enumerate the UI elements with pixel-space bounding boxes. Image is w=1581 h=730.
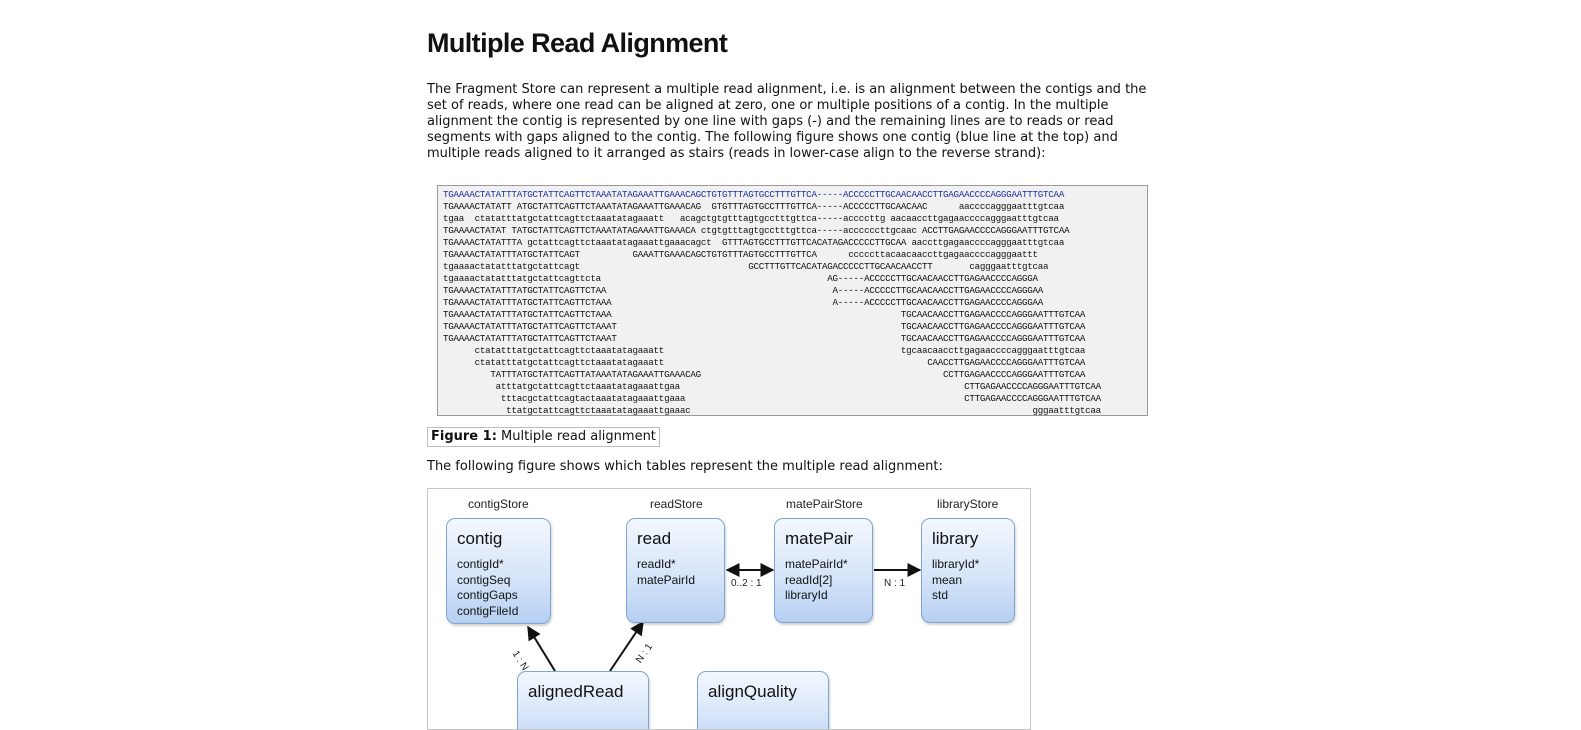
tables-diagram: contigStore readStore matePairStore libr… bbox=[427, 488, 1031, 730]
read-line: atttatgctattcagttctaaatatagaaattgaa CTTG… bbox=[443, 381, 1102, 392]
aligned-read-arrow bbox=[609, 620, 644, 672]
read-line: tttacgctattcagtactaaatatagaaattgaaa CTTG… bbox=[443, 393, 1101, 404]
store-label-contig: contigStore bbox=[468, 497, 529, 511]
table-field: contigFileId bbox=[457, 603, 519, 618]
read-line: tgaa ctatatttatgctattcagttctaaatatagaaat… bbox=[443, 213, 1059, 224]
table-fields: contigId* contigSeq contigGaps contigFil… bbox=[457, 557, 518, 619]
table-title: library bbox=[932, 529, 979, 548]
relation-label-read-matepair: 0..2 : 1 bbox=[731, 578, 762, 589]
read-line: ctatatttatgctattcagttctaaatatagaaatt tgc… bbox=[443, 345, 1086, 356]
diagram-intro-paragraph: The following figure shows which tables … bbox=[427, 459, 943, 474]
store-label-read: readStore bbox=[650, 497, 703, 511]
table-title: alignedRead bbox=[528, 682, 624, 701]
figure-caption: Figure 1: Multiple read alignment bbox=[427, 427, 660, 447]
table-field: libraryId bbox=[785, 588, 828, 602]
table-field: contigId* bbox=[457, 557, 504, 571]
table-field: mean bbox=[932, 572, 963, 587]
relation-label-matepair-library: N : 1 bbox=[884, 578, 906, 589]
read-line: TGAAAACTATATTTATGCTATTCAGTTCTAAA A-----A… bbox=[443, 297, 1044, 308]
table-field: std bbox=[932, 588, 949, 602]
read-line: TATTTATGCTATTCAGTTATAAATATAGAAATTGAAACAG… bbox=[443, 369, 1086, 380]
table-title: alignQuality bbox=[708, 682, 797, 701]
table-field: matePairId* bbox=[785, 557, 848, 571]
read-line: ctatatttatgctattcagttctaaatatagaaatt CAA… bbox=[443, 357, 1086, 368]
aligned-contig-arrow bbox=[527, 625, 556, 672]
read-line: TGAAAACTATATTTATGCTATTCAGTTCTAAA TGCAACA… bbox=[443, 309, 1086, 320]
read-line: TGAAAACTATATTTATGCTATTCAGTTCTAAAT TGCAAC… bbox=[443, 333, 1086, 344]
table-field: readId[2] bbox=[785, 572, 833, 587]
alignedread-table: alignedRead bbox=[517, 671, 649, 729]
table-field: libraryId* bbox=[932, 557, 980, 571]
read-line: TGAAAACTATAT TATGCTATTCAGTTCTAAATATAGAAA… bbox=[443, 225, 1070, 236]
read-line: tgaaaactatatttatgctattcagttcta AG-----AC… bbox=[443, 273, 1038, 284]
read-line: TGAAAACTATATTTATGCTATTCAGTTCTAA A-----AC… bbox=[443, 285, 1044, 296]
library-table: library libraryId* mean std bbox=[921, 518, 1015, 623]
table-fields: libraryId* mean std bbox=[932, 557, 979, 604]
alignquality-table: alignQuality bbox=[697, 671, 829, 729]
store-label-matepair: matePairStore bbox=[786, 497, 863, 511]
alignment-figure: TGAAAACTATATTTATGCTATTCAGTTCTAAATATAGAAA… bbox=[437, 185, 1148, 416]
read-line: ttatgctattcagttctaaatatagaaattgaaac ggga… bbox=[443, 405, 1101, 416]
read-line: TGAAAACTATATTTATGCTATTCAGT GAAATTGAAACAG… bbox=[443, 249, 1038, 260]
read-table: read readId* matePairId bbox=[626, 518, 725, 623]
table-field: matePairId bbox=[637, 572, 696, 587]
table-fields: readId* matePairId bbox=[637, 557, 695, 588]
table-title: contig bbox=[457, 529, 503, 548]
table-fields: matePairId* readId[2] libraryId bbox=[785, 557, 848, 604]
table-field: contigGaps bbox=[457, 588, 518, 602]
matepair-table: matePair matePairId* readId[2] libraryId bbox=[774, 518, 873, 623]
table-title: read bbox=[637, 529, 672, 548]
caption-label: Figure 1: bbox=[431, 429, 497, 444]
table-field: readId* bbox=[637, 557, 676, 571]
page-title: Multiple Read Alignment bbox=[427, 28, 728, 58]
read-line: TGAAAACTATATT ATGCTATTCAGTTCTAAATATAGAAA… bbox=[443, 201, 1065, 212]
intro-paragraph: The Fragment Store can represent a multi… bbox=[427, 82, 1147, 161]
table-field: contigSeq bbox=[457, 572, 511, 587]
relation-arrows bbox=[527, 563, 922, 672]
store-label-library: libraryStore bbox=[937, 497, 999, 511]
caption-text: Multiple read alignment bbox=[501, 429, 656, 444]
contig-line: TGAAAACTATATTTATGCTATTCAGTTCTAAATATAGAAA… bbox=[443, 189, 1065, 200]
contig-table: contig contigId* contigSeq contigGaps co… bbox=[446, 518, 551, 624]
read-line: tgaaaactatatttatgctattcagt GCCTTTGTTCACA… bbox=[443, 261, 1049, 272]
read-line: TGAAAACTATATTTA gctattcagttctaaatatagaaa… bbox=[443, 237, 1065, 248]
table-title: matePair bbox=[785, 529, 854, 548]
read-line: TGAAAACTATATTTATGCTATTCAGTTCTAAAT TGCAAC… bbox=[443, 321, 1086, 332]
